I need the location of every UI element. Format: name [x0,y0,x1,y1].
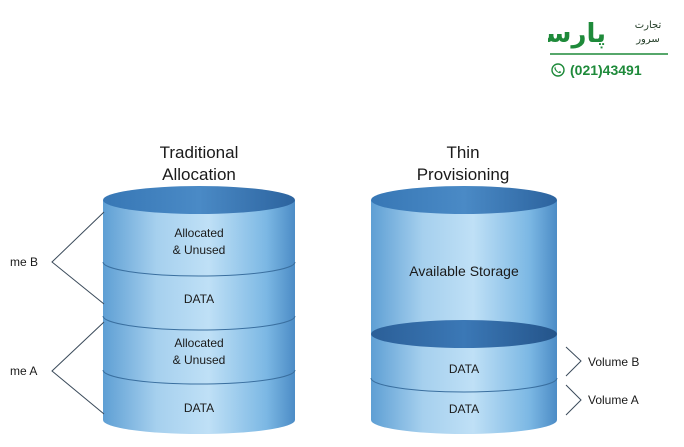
traditional-seg1-line2: & Unused [173,243,226,257]
traditional-title-line1: Traditional [160,143,239,162]
traditional-seg2-label: DATA [184,292,214,306]
thin-seg1-label: DATA [449,362,479,376]
whatsapp-icon [551,63,565,77]
thin-divider [370,377,558,393]
volume-b-bracket-left [51,211,105,305]
volume-b-bracket-right [565,346,582,377]
traditional-seg3-line1: Allocated [174,336,223,350]
traditional-seg3-line2: & Unused [173,353,226,367]
traditional-divider-1 [102,261,296,277]
available-storage-label: Available Storage [409,263,519,279]
traditional-seg1-line1: Allocated [174,226,223,240]
traditional-cylinder-top [103,186,295,214]
volume-a-label-left: me A [10,364,37,378]
traditional-divider-2 [102,315,296,331]
thin-cylinder [370,186,558,434]
volume-a-label-right: Volume A [588,393,639,407]
logo-tag-bottom: سرور [635,34,660,45]
thin-title-line2: Provisioning [417,165,510,184]
thin-cylinder-top [371,186,557,214]
logo-tag-top: تجارت [635,20,662,31]
volume-a-bracket-left [51,321,105,415]
volume-b-label-left: me B [10,255,38,269]
thin-title-line1: Thin [446,143,479,162]
thin-seg2-label: DATA [449,402,479,416]
volume-b-label-right: Volume B [588,355,639,369]
traditional-divider-3 [102,369,296,385]
traditional-cylinder [102,186,296,434]
thin-data-level-top [371,320,557,348]
traditional-title-line2: Allocation [162,165,236,184]
phone-number: (021)43491 [570,62,642,78]
traditional-seg4-label: DATA [184,401,214,415]
volume-a-bracket-right [565,384,582,416]
